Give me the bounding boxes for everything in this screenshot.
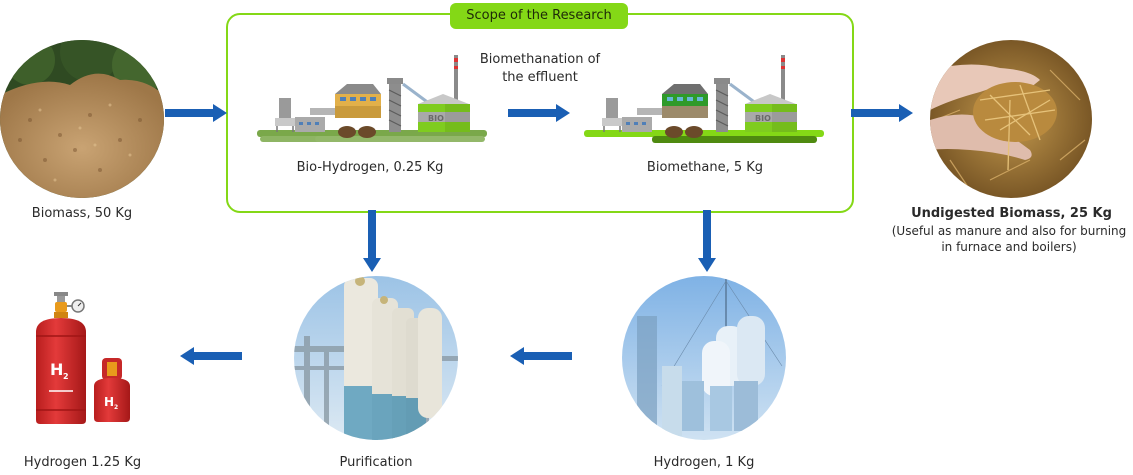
hydrogen-1kg-label: Hydrogen, 1 Kg xyxy=(653,455,755,470)
small-cylinder-h: H xyxy=(104,395,114,409)
undigested-biomass-title: Undigested Biomass, 25 Kg xyxy=(911,206,1112,221)
biomethanation-label-line1: Biomethanation of xyxy=(479,52,601,67)
scope-title: Scope of the Research xyxy=(450,3,628,29)
undigested-biomass-note-line2: in furnace and boilers) xyxy=(941,240,1077,254)
bio-hydrogen-plant-illustration: BIO xyxy=(257,55,487,142)
h2-cylinders-icon: H 2 H 2 xyxy=(36,292,130,424)
big-cylinder-h: H xyxy=(50,360,63,379)
bio-sign: BIO xyxy=(428,114,444,123)
bio-hydrogen-label: Bio-Hydrogen, 0.25 Kg xyxy=(296,160,444,175)
purification-label: Purification xyxy=(339,455,413,470)
biomethane-label: Biomethane, 5 Kg xyxy=(646,160,764,175)
undigested-biomass-note-line1: (Useful as manure and also for burning xyxy=(891,224,1127,238)
hydrogen-plant-image xyxy=(622,276,786,440)
arrow-biomass-to-biohydrogen xyxy=(165,104,227,122)
purification-image xyxy=(294,276,458,440)
big-cylinder-sub: 2 xyxy=(63,372,69,381)
biomethanation-label-line2: the effluent xyxy=(502,70,578,85)
small-cylinder-sub: 2 xyxy=(114,404,118,411)
biomethane-plant-illustration: BIO xyxy=(584,55,824,143)
arrow-biomethane-to-undigested xyxy=(851,104,913,122)
arrow-purification-to-hydrogen-final xyxy=(180,347,242,365)
arrow-biohydrogen-to-biomethane xyxy=(508,104,570,122)
hydrogen-final-label: Hydrogen 1.25 Kg xyxy=(23,455,142,470)
biomass-image xyxy=(0,40,164,198)
arrow-hydrogen-to-purification xyxy=(510,347,572,365)
arrow-biomethane-to-hydrogen xyxy=(698,210,716,272)
undigested-biomass-image xyxy=(930,40,1092,198)
arrow-biohydrogen-to-purification xyxy=(363,210,381,272)
biomass-label: Biomass, 50 Kg xyxy=(31,206,133,221)
bio-sign: BIO xyxy=(755,114,771,123)
